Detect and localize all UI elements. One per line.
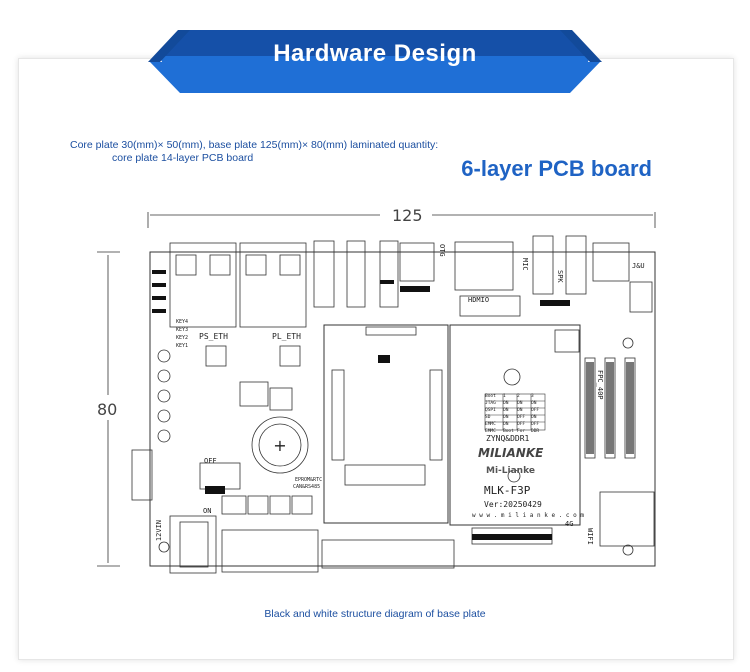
- boot-table-row: QSPI ON ON OFF: [485, 408, 540, 413]
- boot-table-header: Boot 1 2 3: [485, 394, 534, 399]
- jtag-label: J&U: [632, 262, 645, 270]
- key2-label: KEY2: [176, 335, 189, 341]
- on-label: ON: [203, 507, 212, 515]
- fpc-label: FPC_40P: [596, 370, 604, 400]
- boot-table-row: SD ON OFF ON: [485, 415, 537, 420]
- intro-line-1: Core plate 30(mm)× 50(mm), base plate 12…: [70, 139, 439, 151]
- boot-table-row: EMMC Boot For DDR: [485, 429, 540, 434]
- boot-table-row: EMMC ON OFF OFF: [485, 422, 540, 427]
- eprom-label: EPROM&RTC: [295, 477, 323, 483]
- off-label: OFF: [204, 457, 217, 465]
- power-label: 12VIN: [155, 520, 163, 542]
- wifi-label: WIFI: [586, 528, 594, 545]
- intro-line-2: core plate 14-layer PCB board: [112, 152, 254, 164]
- module-url: w w w . m i l i a n k e . c o m: [472, 512, 584, 519]
- key1-label: KEY1: [176, 343, 189, 349]
- key-labels: KEY4 KEY3 KEY2 KEY1: [176, 318, 188, 350]
- intro-text: Core plate 30(mm)× 50(mm), base plate 12…: [70, 139, 490, 165]
- key3-label: KEY3: [176, 327, 189, 333]
- 4g-label: 4G: [565, 520, 574, 528]
- page-title: Hardware Design: [273, 40, 477, 67]
- otg-label: OTG: [438, 244, 446, 257]
- spk-label: SPK: [556, 270, 564, 283]
- module-version: Ver:20250429: [484, 500, 542, 509]
- key4-label: KEY4: [176, 319, 189, 325]
- svg-text:+: +: [273, 436, 286, 455]
- module-brand-top: ZYNQ&DDR1: [486, 434, 530, 443]
- hdmio-label: HDMIO: [468, 296, 490, 304]
- dim-height-label: 80: [97, 400, 118, 419]
- diagram-caption: Black and white structure diagram of bas…: [264, 608, 486, 620]
- mic-label: MIC: [521, 258, 529, 271]
- pl-eth-label: PL_ETH: [272, 332, 301, 341]
- boot-table: Boot 1 2 3 JTAG ON ON ON QSPI ON ON OFF …: [485, 394, 545, 436]
- pcb-headline: 6-layer PCB board: [461, 156, 652, 181]
- boot-table-row: JTAG ON ON ON: [485, 401, 537, 406]
- module-model: MLK-F3P: [484, 484, 531, 497]
- can-label: CAN&RS485: [293, 484, 321, 490]
- module-brand-cn: Mi-Lianke: [486, 466, 535, 476]
- ps-eth-label: PS_ETH: [199, 332, 228, 341]
- dim-width-label: 125: [392, 206, 423, 225]
- header-banner: [148, 30, 602, 93]
- module-brand: MILIANKE: [478, 446, 544, 460]
